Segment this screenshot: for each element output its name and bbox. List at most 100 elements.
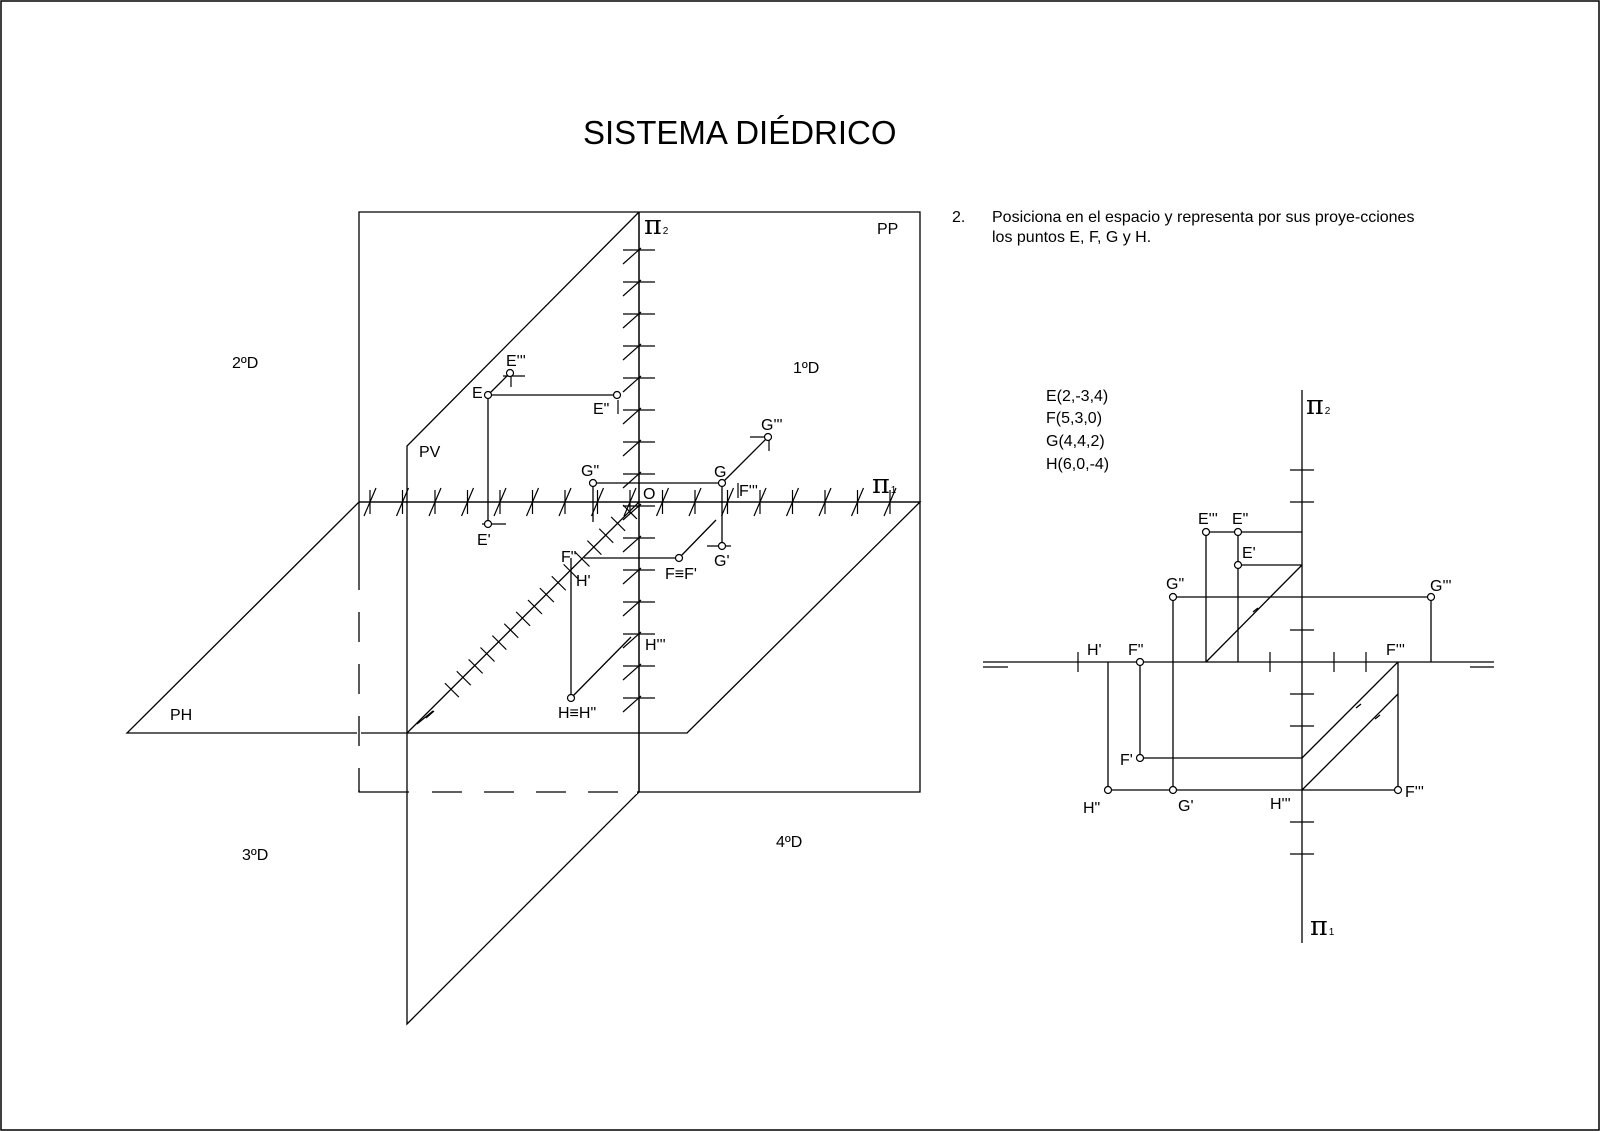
label-h-vertical: H≡H" (558, 705, 596, 722)
x-axis-tick (503, 623, 519, 639)
x-axis-tick (539, 587, 555, 603)
label-e-vertical: E" (593, 401, 609, 418)
z-axis-tick-slash (622, 407, 642, 425)
z-axis-tick-slash (622, 503, 642, 521)
x-axis-tick (527, 599, 543, 615)
label-g-vertical-proj: G" (1166, 576, 1184, 593)
z-axis-tick-slash (622, 311, 642, 329)
exercise-number: 2. (952, 209, 965, 226)
pi2-label-proj: π2 (1306, 390, 1331, 421)
coordinates-g: G(4,4,2) (1046, 433, 1105, 450)
pi1-label: π1 (872, 469, 897, 500)
z-axis-tick-slash (622, 439, 642, 457)
label-g: G (714, 464, 726, 481)
axis-ticks (363, 247, 897, 713)
label-h-horizontal-proj: H' (1087, 642, 1102, 659)
point-e (483, 390, 493, 400)
point-f-vertical-proj (1135, 657, 1145, 667)
label-e-horizontal-proj: E' (1242, 545, 1256, 562)
point-g-vertical (588, 478, 598, 488)
point-g-profile (763, 432, 773, 442)
x-axis-tick (598, 528, 614, 544)
page-title: SISTEMA DIÉDRICO (583, 114, 897, 151)
x-axis-tick (491, 635, 507, 651)
label-h-profile: H''' (645, 637, 666, 654)
label-f-vertical-proj: F" (1128, 642, 1143, 659)
y-axis-tick-slash (460, 487, 475, 517)
x-axis-tick (575, 552, 590, 567)
label-f-horizontal: F≡F' (665, 566, 697, 583)
label-e-horizontal: E' (477, 532, 491, 549)
label-f-horizontal-proj: F' (1120, 752, 1133, 769)
pi1-label-proj: π1 (1310, 911, 1335, 942)
point-g (717, 478, 727, 488)
z-axis-tick-slash (622, 247, 642, 265)
z-axis-tick-slash (622, 695, 642, 713)
point-h-vertical-proj (1103, 785, 1113, 795)
z-axis-tick-slash (622, 567, 642, 585)
point-h (566, 693, 576, 703)
exercise-statement-line-2: los puntos E, F, G y H. (992, 229, 1151, 246)
label-h-vertical-proj: H" (1083, 800, 1100, 817)
dihedron-label-3: 3ºD (242, 847, 268, 864)
point-f (674, 553, 684, 563)
z-axis-tick-slash (622, 599, 642, 617)
perspective-view: 2ºD 1ºD 3ºD 4ºD PV PH PP O π2 π1 E E" E'… (125, 210, 922, 1026)
point-g-horizontal-proj (1168, 785, 1178, 795)
z-axis-tick-slash (622, 343, 642, 361)
dihedron-label-2: 2ºD (232, 355, 258, 372)
y-axis-tick-slash (850, 487, 865, 517)
x-axis-tick (444, 682, 460, 698)
point-f-profile-proj (1393, 785, 1403, 795)
plane-label-pp: PP (877, 221, 898, 238)
label-f-vertical: F" (561, 549, 576, 566)
axis-ticks (1077, 469, 1367, 855)
coordinates-e: E(2,-3,4) (1046, 388, 1108, 405)
z-axis-tick-slash (622, 375, 642, 393)
label-h-profile-proj: H''' (1270, 796, 1291, 813)
coordinates-h: H(6,0,-4) (1046, 456, 1109, 473)
x-axis-tick (468, 658, 484, 674)
y-axis-tick-slash (818, 487, 832, 517)
plane-label-pv: PV (419, 444, 441, 461)
x-axis-tick (456, 670, 472, 686)
label-e-profile-proj: E''' (1198, 511, 1218, 528)
x-axis-tick (515, 611, 531, 627)
label-e: E (472, 385, 483, 402)
y-axis-tick-slash (493, 487, 507, 517)
x-axis-tick (610, 516, 626, 532)
y-axis-tick-slash (753, 487, 767, 517)
orthographic-projection: π2 π1 E''' E" E' G" G''' G' H' F" F''' F… (983, 390, 1494, 943)
y-axis-tick-slash (688, 487, 702, 517)
point-e-horizontal-proj (1233, 560, 1243, 570)
y-axis-tick-slash (883, 487, 897, 517)
point-f-horizontal-proj (1135, 753, 1145, 763)
point-e-horizontal (483, 519, 493, 529)
y-axis-tick-slash (720, 487, 735, 517)
x-axis-tick (480, 647, 495, 662)
y-axis-tick-slash (395, 487, 410, 517)
z-axis-tick-slash (622, 631, 642, 649)
axis-x (406, 501, 640, 734)
x-axis-tick (551, 575, 567, 591)
z-axis-tick-slash (622, 279, 642, 297)
label-e-profile: E''' (506, 353, 526, 370)
label-g-horizontal: G' (714, 553, 730, 570)
label-g-vertical: G" (581, 463, 599, 480)
z-axis-tick-slash (622, 663, 642, 681)
y-axis-tick-slash (785, 487, 800, 517)
y-axis-tick-slash (655, 487, 670, 517)
y-axis-tick-slash (428, 487, 442, 517)
x-axis-tick (586, 540, 602, 556)
transfer-line-e (1205, 564, 1303, 663)
label-f-profile-proj-bottom: F''' (1405, 784, 1424, 801)
dihedron-label-4: 4ºD (776, 834, 802, 851)
dihedron-label-1: 1ºD (793, 360, 819, 377)
point-e-vertical-proj (1233, 527, 1243, 537)
transfer-line-f (1301, 661, 1399, 759)
point-e-vertical (612, 390, 622, 400)
coordinates-f: F(5,3,0) (1046, 410, 1102, 427)
exercise-statement-line-1: Posiciona en el espacio y representa por… (992, 209, 1414, 226)
